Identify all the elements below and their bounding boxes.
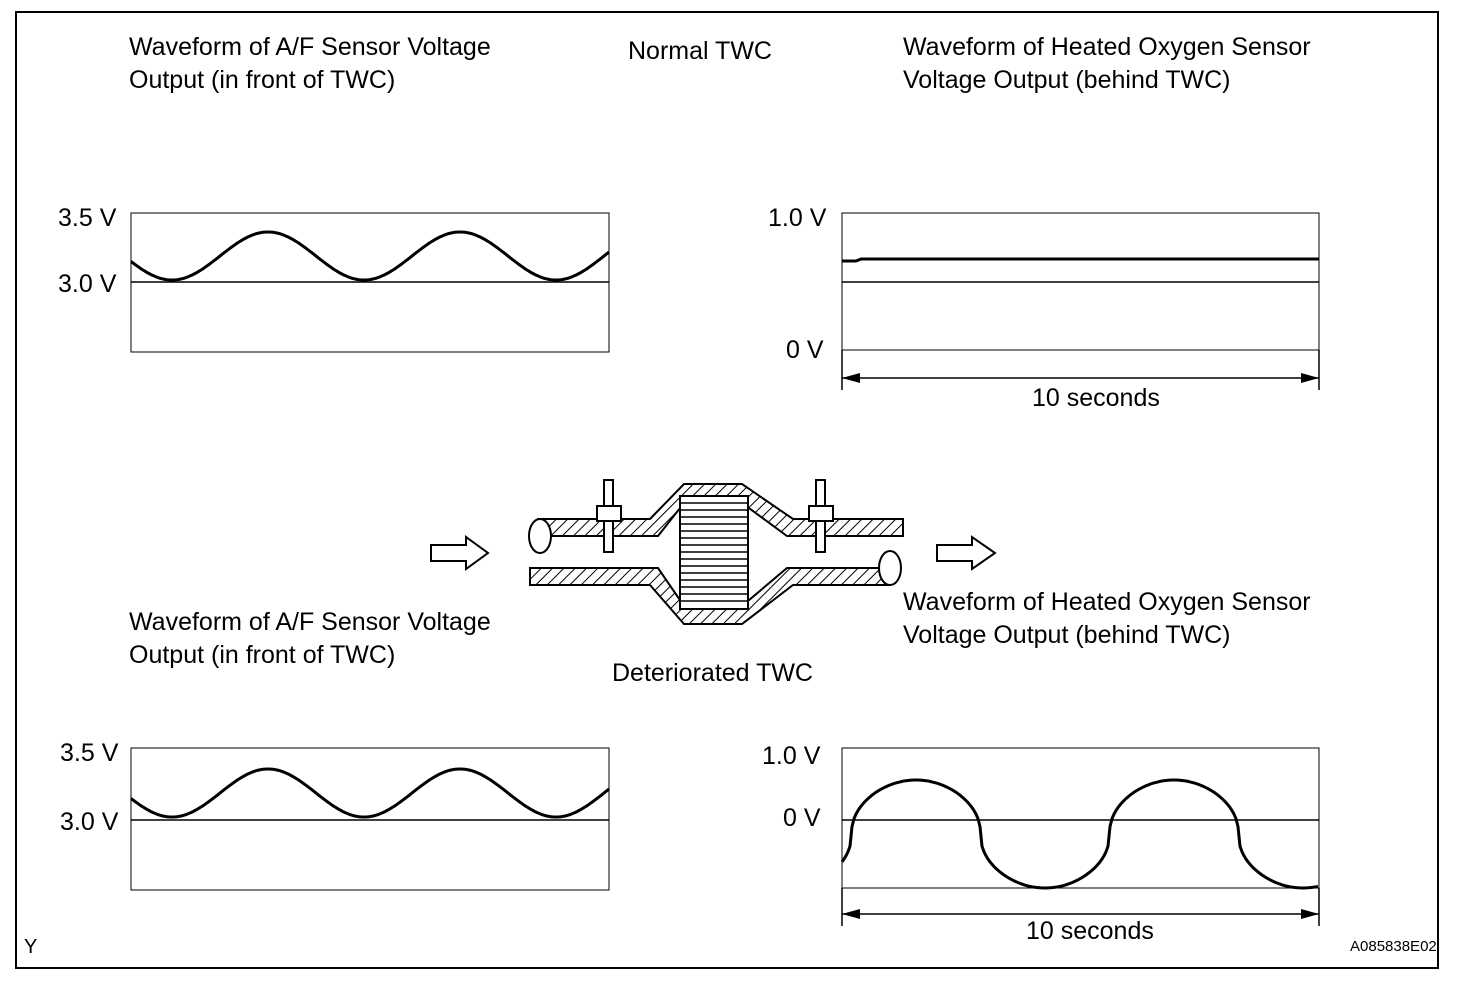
bottom-right-caption-line1: Waveform of Heated Oxygen Sensor xyxy=(903,588,1311,616)
outflow-arrow-icon xyxy=(936,535,997,571)
bottom-af-waveform xyxy=(130,767,610,819)
top-right-caption-line1: Waveform of Heated Oxygen Sensor xyxy=(903,33,1311,61)
bottom-af-chart-box xyxy=(130,747,610,891)
bottom-left-caption-line2: Output (in front of TWC) xyxy=(129,641,395,669)
bottom-o2-chart-box xyxy=(841,747,1320,889)
top-o2-y-zero-label: 0 V xyxy=(786,336,824,364)
bottom-af-y-ref-label: 3.0 V xyxy=(60,808,119,836)
o2-sensor-icon xyxy=(808,479,834,553)
bottom-o2-y-zero-label: 0 V xyxy=(783,804,821,832)
figure-code: A085838E02 xyxy=(1350,938,1437,955)
bottom-right-caption-line2: Voltage Output (behind TWC) xyxy=(903,621,1231,649)
top-right-caption-line2: Voltage Output (behind TWC) xyxy=(903,66,1231,94)
top-span-right-arrowhead xyxy=(1301,373,1319,383)
corner-mark: Y xyxy=(24,936,37,958)
top-o2-chart: 1.0 V 0 V 10 seconds xyxy=(768,204,1320,412)
bottom-span-left-arrowhead xyxy=(842,909,860,919)
top-o2-y-upper-label: 1.0 V xyxy=(768,204,827,232)
top-left-caption-line2: Output (in front of TWC) xyxy=(129,66,395,94)
catalytic-converter-icon xyxy=(528,479,904,625)
bottom-left-caption-line1: Waveform of A/F Sensor Voltage xyxy=(129,608,491,636)
top-o2-waveform xyxy=(842,257,1319,263)
inlet-pipe-end xyxy=(528,518,552,554)
top-left-caption-line1: Waveform of A/F Sensor Voltage xyxy=(129,33,491,61)
bottom-span-right-arrowhead xyxy=(1301,909,1319,919)
bottom-o2-waveform xyxy=(840,778,1319,890)
top-af-y-ref-label: 3.0 V xyxy=(58,270,117,298)
figure-frame xyxy=(15,11,1439,969)
bottom-span-label: 10 seconds xyxy=(1026,917,1154,945)
bottom-o2-y-upper-label: 1.0 V xyxy=(762,742,821,770)
top-af-waveform xyxy=(130,230,610,282)
deteriorated-twc-heading: Deteriorated TWC xyxy=(612,659,813,687)
top-span-label: 10 seconds xyxy=(1032,384,1160,412)
bottom-o2-chart: 1.0 V 0 V 10 seconds xyxy=(762,742,1320,945)
top-af-y-upper-label: 3.5 V xyxy=(58,204,117,232)
bottom-af-chart: 3.5 V 3.0 V xyxy=(60,739,610,891)
outlet-pipe-end xyxy=(878,550,902,586)
normal-twc-heading: Normal TWC xyxy=(628,37,772,65)
inflow-arrow-icon xyxy=(430,535,490,571)
top-af-chart: 3.5 V 3.0 V xyxy=(58,204,610,353)
af-sensor-icon xyxy=(596,479,622,553)
top-span-left-arrowhead xyxy=(842,373,860,383)
bottom-af-y-upper-label: 3.5 V xyxy=(60,739,119,767)
